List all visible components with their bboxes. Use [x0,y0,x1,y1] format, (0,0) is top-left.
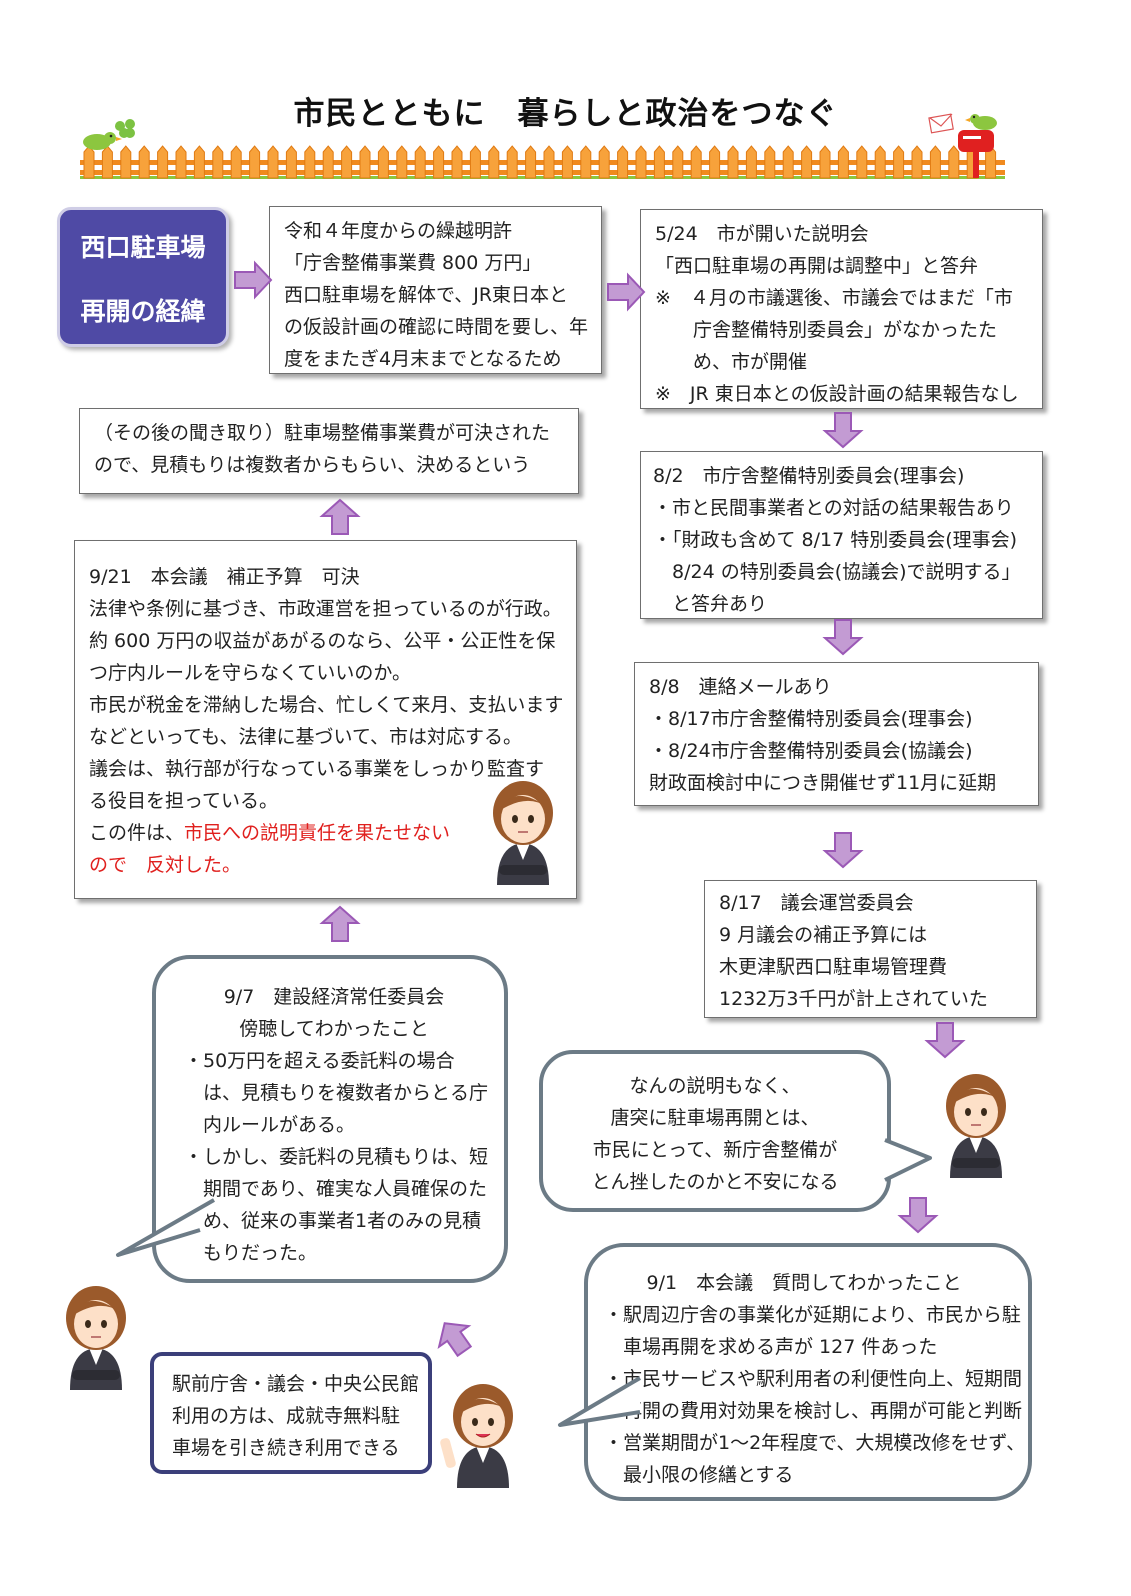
plenary-line: などといっても、法律に基づいて、市は対応する。 [89,726,523,748]
concern-line: 唐突に駐車場再開とは、 [610,1107,820,1129]
down-arrow-icon [897,1197,939,1234]
carryover-line: 度をまたぎ4月末までとなるため [284,348,562,370]
conclusion-prefix: この件は、 [89,822,185,844]
email-line: 財政面検討中につき開催せず11月に延期 [649,772,997,794]
bubble-line: ・市民サービスや駅利用者の利便性向上、短期間 [604,1368,1023,1390]
woman-crossed-arms-icon [946,1074,1006,1178]
plenary-conclusion: この件は、市民への説明責任を果たせない [89,817,576,849]
plenary-line: 市民が税金を滞納した場合、忙しくて来月、支払います [89,694,564,716]
committee-0802-box: 8/2 市庁舎整備特別委員会(理事会) ・市と民間事業者との対話の結果報告あり … [640,451,1043,619]
email-line: ・8/17市庁舎整備特別委員会(理事会) [649,708,973,730]
down-arrow-icon [822,619,864,656]
bubble-line: 再開の費用対効果を検討し、再開が可能と判断 [604,1400,1023,1422]
plenary-0921-box: 9/21 本会議 補正予算 可決 法律や条例に基づき、市政運営を担っているのが行… [74,540,577,899]
carryover-line: 「庁舎整備事業費 800 万円」 [284,252,542,274]
parking-line: 車場を引き続き利用できる [172,1437,400,1459]
email-line: ・8/24市庁舎整備特別委員会(協議会) [649,740,973,762]
concern-line: なんの説明もなく、 [629,1075,801,1097]
up-arrow-icon [319,498,361,535]
up-arrow-icon [319,905,361,942]
briefing-0524-box: 5/24 市が開いた説明会 「西口駐車場の再開は調整中」と答弁 ※ ４月の市議選… [640,209,1043,409]
briefing-line: 5/24 市が開いた説明会 [655,223,869,245]
bird-icon [83,132,122,150]
bubble-line: は、見積もりを複数者からとる庁 [184,1082,489,1104]
carryover-line: 令和４年度からの繰越明許 [284,220,513,242]
committee-line: と答弁あり [653,593,768,615]
steering-line: 1232万3千円が計上されていた [719,988,988,1010]
plenary-line: る役目を担っている。 [89,790,279,812]
conclusion-emphasis: 市民への説明責任を果たせない [184,822,451,844]
committee-line: ・「財政も含めて 8/17 特別委員会(理事会) [653,529,1018,551]
plenary-line: つ庁内ルールを守らなくていいのか。 [89,662,412,684]
bubble-line: ・50万円を超える委託料の場合 [184,1050,455,1072]
carryover-line: 西口駐車場を解体で、JR東日本と [284,284,569,306]
bubble-line: 9/7 建設経済常任委員会 [223,986,445,1008]
bubble-line: 内ルールがある。 [184,1114,356,1136]
bubble-line: め、従来の事業者1者のみの見積 [184,1210,482,1232]
bubble-line: ・駅周辺庁舎の事業化が延期により、市民から駐 [604,1304,1021,1326]
bubble-line: ・営業期間が1～2年程度で、大規模改修をせず、 [604,1432,1026,1454]
conclusion-emphasis-2: ので 反対した。 [89,854,242,876]
up-arrow-icon [437,1322,473,1358]
woman-pointing-icon [440,1384,513,1488]
steering-line: 9 月議会の補正予算には [719,924,928,946]
briefing-line: め、市が開催 [655,351,808,373]
bubble-line: 車場再開を求める声が 127 件あった [604,1336,938,1358]
page-title: 市民とともに 暮らしと政治をつなぐ [293,96,838,132]
concern-bubble: なんの説明もなく、 唐突に駐車場再開とは、 市民にとって、新庁舎整備が とん挫し… [539,1050,891,1212]
followup-line: （その後の聞き取り）駐車場整備事業費が可決された [94,422,551,444]
briefing-line: ※ JR 東日本との仮設計画の結果報告なし [655,383,1019,405]
parking-line: 駅前庁舎・議会・中央公民館 [172,1373,420,1395]
bubble-line: 傍聴してわかったこと [239,1018,429,1040]
committee-line: ・市と民間事業者との対話の結果報告あり [653,497,1014,519]
down-arrow-icon [822,832,864,869]
briefing-line: 「西口駐車場の再開は調整中」と答弁 [655,255,979,277]
down-arrow-icon [924,1022,966,1059]
free-parking-box: 駅前庁舎・議会・中央公民館 利用の方は、成就寺無料駐 車場を引き続き利用できる [150,1352,432,1474]
plenary-line: 議会は、執行部が行なっている事業をしっかり監査す [89,758,545,780]
plenary-line: 9/21 本会議 補正予算 可決 [89,566,360,588]
mailbox-icon [958,130,994,178]
bubble-tail [884,1138,932,1182]
concern-line: とん挫したのかと不安になる [591,1171,839,1193]
bubble-line: 最小限の修繕とする [604,1464,794,1486]
plenary-line: 約 600 万円の収益があがるのなら、公平・公正性を保 [89,630,556,652]
carryover-box: 令和４年度からの繰越明許 「庁舎整備事業費 800 万円」 西口駐車場を解体で、… [269,206,602,374]
plenary-line: 法律や条例に基づき、市政運営を担っているのが行政。 [89,598,562,620]
header-line-1: 西口駐車場 [80,233,206,262]
carryover-line: の仮設計画の確認に時間を要し、年 [284,316,589,338]
bubble-line: 9/1 本会議 質問してわかったこと [646,1272,962,1294]
header-line-2: 再開の経緯 [80,297,206,326]
parking-line: 利用の方は、成就寺無料駐 [172,1405,401,1427]
followup-line: ので、見積もりは複数者からもらい、決めるという [94,454,531,476]
committee-line: 8/24 の特別委員会(協議会)で説明する」 [653,561,1021,583]
woman-crossed-arms-icon [66,1286,126,1390]
steering-line: 木更津駅西口駐車場管理費 [719,956,948,978]
steering-0817-box: 8/17 議会運営委員会 9 月議会の補正予算には 木更津駅西口駐車場管理費 1… [704,880,1037,1018]
history-header: 西口駐車場 再開の経緯 [57,207,229,347]
plenary-0901-bubble: 9/1 本会議 質問してわかったこと ・駅周辺庁舎の事業化が延期により、市民から… [584,1243,1032,1501]
right-arrow-icon [607,272,646,312]
down-arrow-icon [822,412,864,449]
followup-box: （その後の聞き取り）駐車場整備事業費が可決された ので、見積もりは複数者からもら… [79,408,579,494]
steering-line: 8/17 議会運営委員会 [719,892,914,914]
briefing-line: 庁舎整備特別委員会」がなかったた [655,319,998,341]
committee-line: 8/2 市庁舎整備特別委員会(理事会) [653,465,965,487]
email-line: 8/8 連絡メールあり [649,676,832,698]
committee-0907-bubble: 9/7 建設経済常任委員会 傍聴してわかったこと ・50万円を超える委託料の場合… [152,955,508,1283]
bubble-line: もりだった。 [184,1242,318,1264]
concern-line: 市民にとって、新庁舎整備が [592,1139,838,1161]
right-arrow-icon [234,260,273,300]
email-0808-box: 8/8 連絡メールあり ・8/17市庁舎整備特別委員会(理事会) ・8/24市庁… [634,662,1039,806]
bubble-line: 期間であり、確実な人員確保のた [184,1178,488,1200]
briefing-line: ※ ４月の市議選後、市議会ではまだ「市 [655,287,1013,309]
bubble-line: ・しかし、委託料の見積もりは、短 [184,1146,489,1168]
